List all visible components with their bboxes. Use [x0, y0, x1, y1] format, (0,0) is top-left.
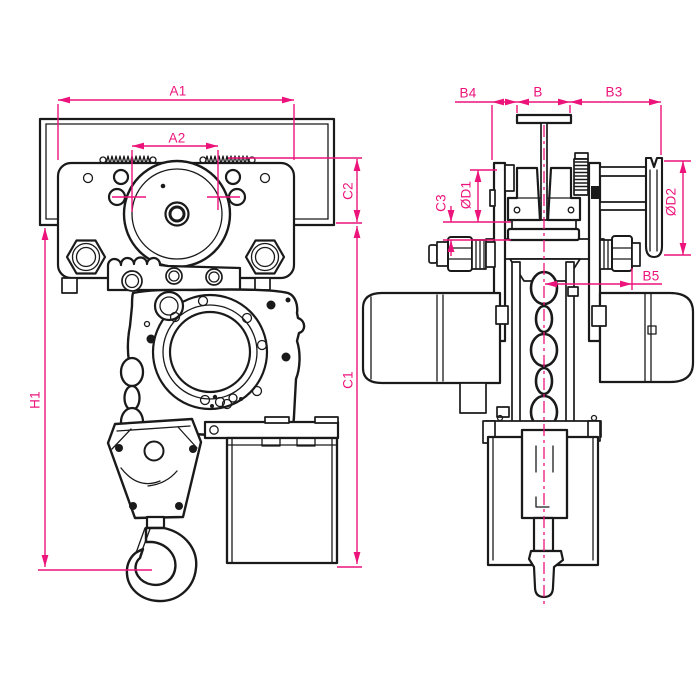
- dim-label-h1: H1: [27, 391, 43, 409]
- dim-label-b3: B3: [605, 84, 623, 100]
- dim-label-od1: ØD1: [458, 180, 474, 210]
- dim-label-a2: A2: [168, 130, 186, 146]
- dim-label-a1: A1: [169, 83, 187, 99]
- side-view: [361, 98, 695, 608]
- dim-label-c1: C1: [340, 371, 356, 389]
- dim-label-b: B: [533, 84, 543, 100]
- dim-label-b4: B4: [459, 85, 477, 101]
- dim-label-od2: ØD2: [663, 187, 679, 217]
- front-view: [38, 96, 362, 603]
- dim-label-c2: C2: [340, 182, 356, 200]
- dim-label-c3: C3: [433, 194, 449, 212]
- dim-label-b5: B5: [642, 268, 660, 284]
